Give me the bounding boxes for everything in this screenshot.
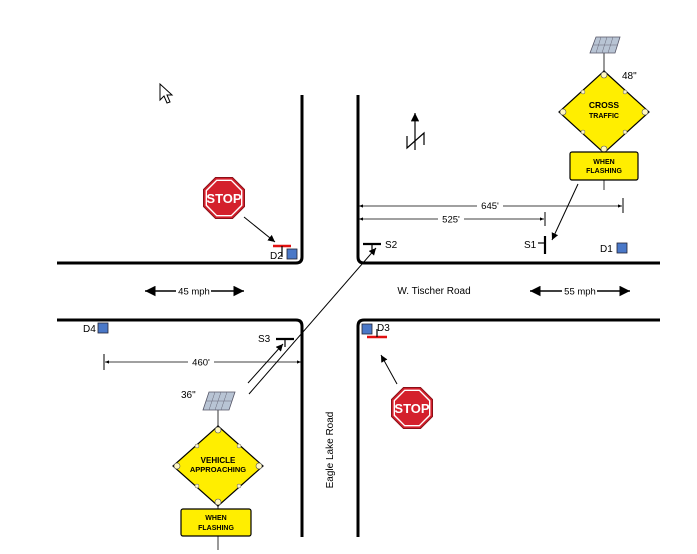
sw-sign-line2: APPROACHING — [190, 465, 246, 474]
detector-d4-label: D4 — [83, 324, 96, 335]
detector-d1-box — [616, 242, 628, 254]
ne-plaque-line1: WHEN — [593, 159, 614, 166]
ne-beacon — [580, 89, 586, 95]
detector-d4-box — [97, 322, 109, 334]
arrow-sw-sign-to-s3 — [247, 343, 284, 384]
north-arrow-icon — [406, 113, 425, 150]
stop-sign-se: STOP — [391, 387, 433, 429]
ne-beacon — [622, 89, 628, 95]
road-edge-ne — [356, 95, 660, 265]
sw-beacon — [194, 443, 200, 449]
arrow-ne-sign-to-s1 — [551, 183, 579, 241]
stop-bar-s2: S2 — [363, 240, 398, 252]
sw-beacon — [194, 483, 200, 489]
dimension-460: 460' — [103, 354, 301, 370]
detector-d3-label: D3 — [377, 323, 390, 334]
detector-d1-label: D1 — [600, 244, 613, 255]
ne-plaque — [569, 151, 639, 181]
ne-beacon — [559, 108, 567, 116]
ne-diamond — [558, 70, 650, 154]
sw-beacon — [214, 498, 222, 506]
detector-d2-box — [286, 248, 298, 260]
stop-bar-s1: S1 — [524, 236, 547, 254]
sw-plaque-line2: FLASHING — [198, 525, 234, 532]
road-edge-sw — [57, 318, 304, 537]
stop-bar-s3-label: S3 — [258, 334, 271, 345]
ne-solar-panel-icon — [589, 36, 621, 54]
sw-solar-panel-icon — [202, 391, 236, 411]
stop-sign-nw-label: STOP — [206, 191, 241, 206]
stop-bar-s1-label: S1 — [524, 240, 537, 251]
sw-sign-line1: VEHICLE — [201, 456, 236, 465]
arrow-stop-se-to-d3 — [380, 354, 398, 385]
ne-warning-sign: CROSS TRAFFIC WHEN FLASHING 48" — [558, 36, 650, 190]
sw-beacon — [255, 462, 263, 470]
road-edge-nw — [57, 95, 304, 265]
ne-beacon — [641, 108, 649, 116]
sw-plaque — [180, 508, 252, 537]
sw-warning-sign: VEHICLE APPROACHING WHEN FLASHING 36" — [172, 390, 264, 550]
road-edge-se — [356, 318, 660, 537]
arrow-stop-nw-to-d2 — [243, 216, 276, 243]
stop-bar-s3: S3 — [258, 334, 294, 347]
horizontal-road-name: W. Tischer Road — [397, 286, 470, 297]
stop-sign-se-label: STOP — [394, 401, 429, 416]
sw-beacon — [173, 462, 181, 470]
ne-beacon — [600, 145, 608, 153]
dimension-645: 645' — [357, 198, 624, 213]
ne-sign-line1: CROSS — [589, 100, 620, 110]
ne-sign-size: 48" — [622, 71, 637, 82]
vertical-road-name: Eagle Lake Road — [325, 412, 336, 489]
detector-d1: D1 — [600, 242, 628, 255]
speed-west: 45 mph — [145, 285, 244, 298]
speed-east-label: 55 mph — [564, 287, 596, 298]
detector-d2-label: D2 — [270, 251, 283, 262]
detector-d3-box — [361, 323, 373, 335]
dimension-460-label: 460' — [192, 358, 210, 369]
road-edges — [57, 95, 660, 537]
speed-west-label: 45 mph — [178, 287, 210, 298]
ne-beacon — [622, 129, 628, 135]
sw-plaque-line1: WHEN — [205, 515, 226, 522]
ne-plaque-line2: FLASHING — [586, 168, 622, 175]
ne-beacon — [580, 129, 586, 135]
stop-sign-nw: STOP — [203, 177, 245, 219]
sw-beacon — [214, 426, 222, 434]
dimension-525-label: 525' — [442, 215, 460, 226]
arrow-sw-sign-to-s2 — [248, 247, 377, 395]
dimension-525: 525' — [359, 212, 546, 226]
stop-bar-s2-label: S2 — [385, 240, 398, 251]
detector-d4: D4 — [83, 322, 109, 335]
ne-sign-line2: TRAFFIC — [589, 113, 619, 120]
sw-beacon — [236, 483, 242, 489]
detector-d2: D2 — [270, 248, 298, 262]
sw-sign-size: 36" — [181, 390, 196, 401]
sw-beacon — [236, 443, 242, 449]
ne-beacon — [600, 71, 608, 79]
detector-d3: D3 — [361, 323, 390, 335]
mouse-cursor-icon — [159, 82, 174, 104]
speed-east: 55 mph — [530, 285, 630, 298]
dimension-645-label: 645' — [481, 201, 499, 212]
